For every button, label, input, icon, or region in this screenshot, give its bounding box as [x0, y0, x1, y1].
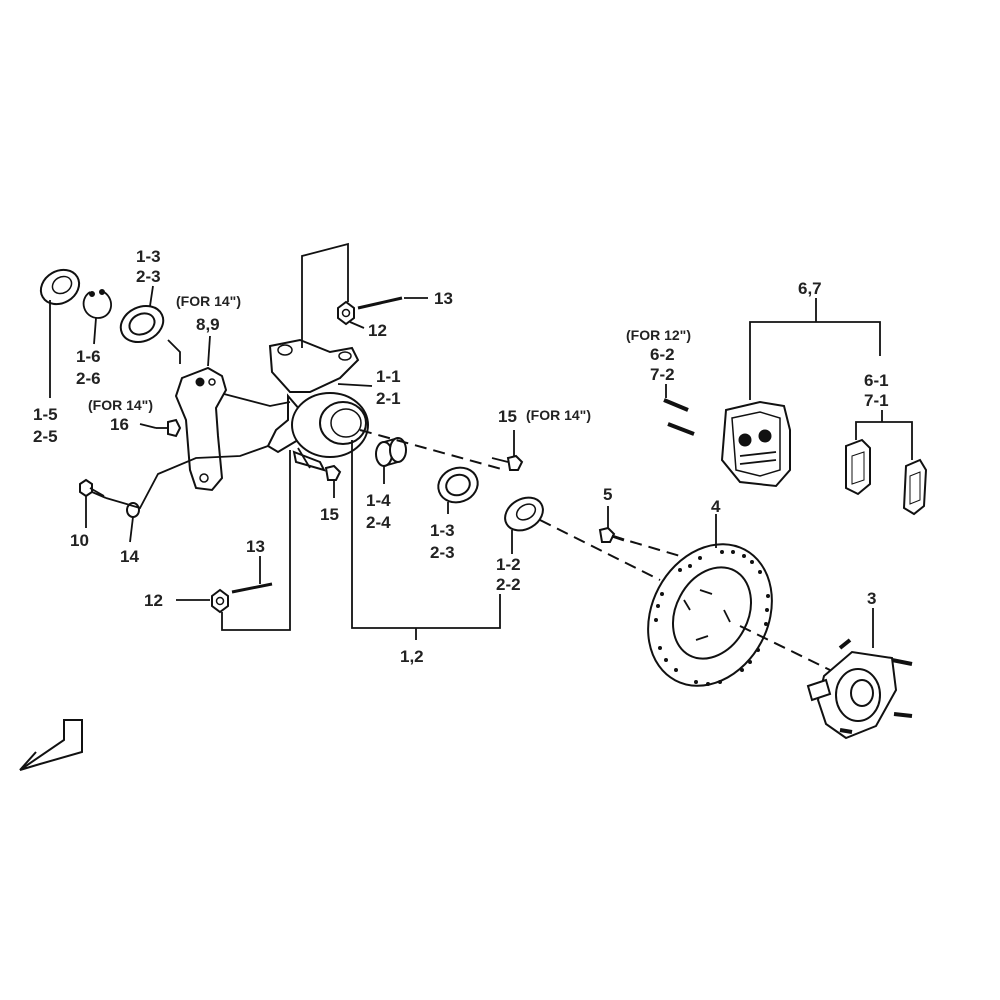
bearing-icon	[437, 466, 479, 504]
label-8-9: 8,9	[196, 315, 220, 334]
bolt-icon	[663, 398, 695, 436]
label-1-3-right: 1-3	[430, 521, 455, 540]
label-6-1: 6-1	[864, 371, 889, 390]
label-1-5: 1-5	[33, 405, 58, 424]
label-2-3-left: 2-3	[136, 267, 161, 286]
label-1-1: 1-1	[376, 367, 401, 386]
label-6-7: 6,7	[798, 279, 822, 298]
bolt-icon	[598, 526, 625, 543]
label-2-6: 2-6	[76, 369, 101, 388]
oil-seal-icon	[39, 268, 81, 306]
bolt-icon	[79, 478, 107, 499]
bearing-icon	[119, 305, 165, 343]
bearing-icon	[375, 437, 407, 467]
label-16: 16	[110, 415, 129, 434]
label-2-3-right: 2-3	[430, 543, 455, 562]
label-1-2: 1-2	[496, 555, 521, 574]
label-14: 14	[120, 547, 139, 566]
label-1-4: 1-4	[366, 491, 391, 510]
label-1-6: 1-6	[76, 347, 101, 366]
wheel-hub-icon	[806, 638, 913, 740]
circlip-icon	[82, 289, 112, 319]
bolt-icon	[357, 296, 403, 310]
label-15-lower: 15	[320, 505, 339, 524]
label-2-5: 2-5	[33, 427, 58, 446]
label-for14-bolt15: (FOR 14")	[526, 407, 591, 423]
label-12-bottom: 12	[144, 591, 163, 610]
label-12-top: 12	[368, 321, 387, 340]
label-13-top: 13	[434, 289, 453, 308]
label-2-1: 2-1	[376, 389, 401, 408]
label-for14-bracket: (FOR 14")	[176, 293, 241, 309]
brake-pad-icon	[902, 458, 928, 516]
caliper-bracket-icon	[174, 366, 228, 492]
part-labels: 1-5 2-5 1-6 2-6 1-3 2-3 (FOR 14") 8,9 (F…	[33, 247, 889, 666]
bolt-icon	[491, 454, 524, 471]
label-2-2: 2-2	[496, 575, 521, 594]
nut-icon	[337, 300, 355, 326]
bolt-icon	[156, 418, 182, 438]
label-for12: (FOR 12")	[626, 327, 691, 343]
leader-lines	[49, 242, 913, 671]
label-6-2: 6-2	[650, 345, 675, 364]
label-1-3-left: 1-3	[136, 247, 161, 266]
brake-caliper-icon	[720, 400, 791, 488]
label-4: 4	[711, 497, 721, 516]
knuckle-icon	[266, 338, 369, 472]
label-5: 5	[603, 485, 612, 504]
bolt-icon	[231, 582, 273, 594]
label-1-2-group: 1,2	[400, 647, 424, 666]
label-2-4: 2-4	[366, 513, 391, 532]
brake-disc-icon	[647, 543, 773, 687]
label-for14-bolt16: (FOR 14")	[88, 397, 153, 413]
label-10: 10	[70, 531, 89, 550]
oil-seal-icon	[504, 496, 544, 532]
bolt-icon	[324, 464, 342, 481]
label-7-2: 7-2	[650, 365, 675, 384]
label-13-bottom: 13	[246, 537, 265, 556]
nut-icon	[211, 588, 229, 614]
label-3: 3	[867, 589, 876, 608]
brake-pad-icon	[845, 438, 871, 496]
label-15-for14: 15	[498, 407, 517, 426]
label-7-1: 7-1	[864, 391, 889, 410]
front-arrow-icon	[19, 719, 83, 771]
